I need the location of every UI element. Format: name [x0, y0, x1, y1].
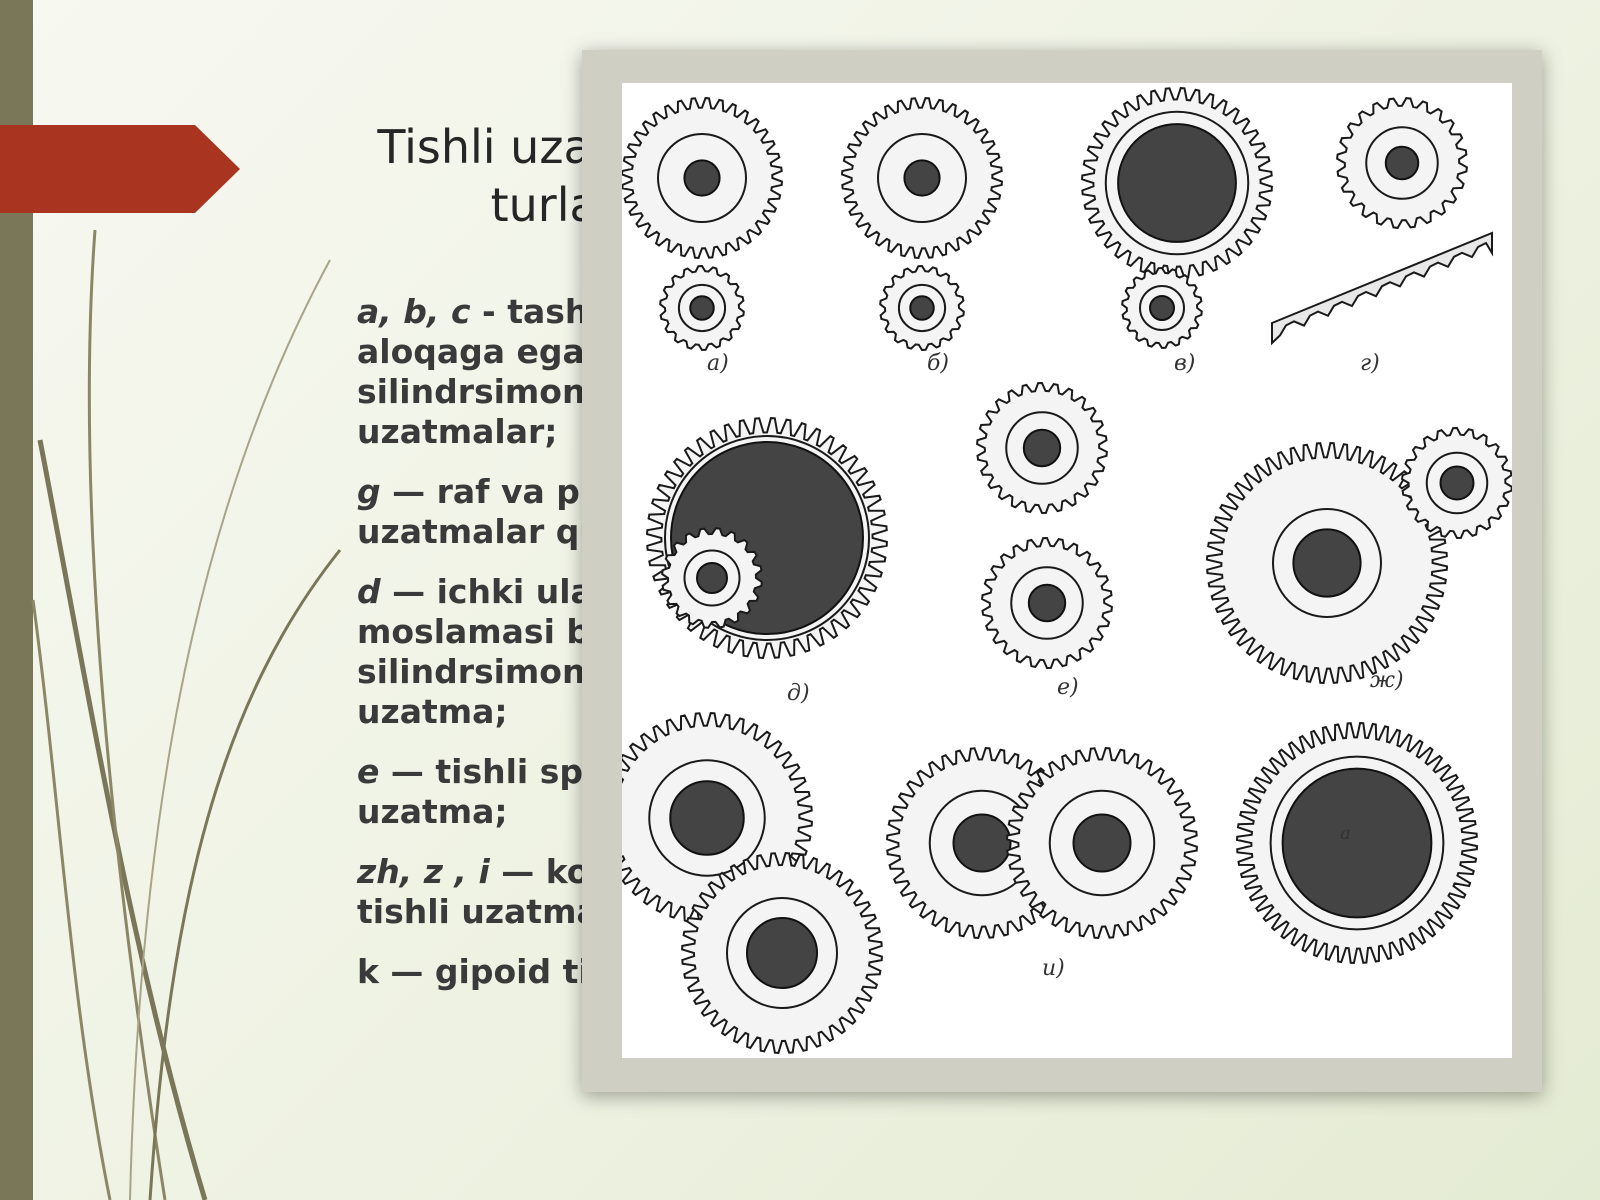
bullet-italic-label: g [357, 472, 381, 511]
caption-v: в) [1174, 351, 1196, 376]
caption-a: а) [707, 351, 729, 376]
gear-i-right [1006, 747, 1198, 939]
decorative-curves [31, 229, 342, 1200]
gear-g-pinion [1336, 97, 1468, 229]
gear-e-upper [976, 381, 1108, 515]
gear-drawings [622, 87, 1512, 1054]
gear-zh-bevel [1205, 441, 1449, 685]
gear-bevel-2 [681, 852, 883, 1054]
gear-e-lower [981, 536, 1113, 670]
caption-g: г) [1360, 351, 1380, 376]
bullet-italic-label: e [357, 752, 380, 791]
caption-i: и) [1042, 956, 1065, 981]
gear-illustration: а) б) в) г) д) е) ж) и) a [622, 83, 1512, 1058]
bullet-text: - tashqi aloqaga ega silindrsimon tishli… [357, 292, 690, 451]
gear-d-pinion [661, 527, 763, 629]
gear-a-small [659, 264, 745, 352]
gear-g-rack [1271, 231, 1493, 346]
gear-b-small [879, 264, 965, 352]
caption-zh: ж) [1370, 668, 1404, 693]
caption-d: д) [787, 681, 810, 706]
dimension-label: a [1340, 823, 1351, 844]
gear-zh-pinion [1401, 426, 1512, 540]
bullet-italic-label: a, b, c [357, 292, 471, 331]
gear-v-large [1081, 87, 1273, 279]
caption-b: б) [927, 351, 950, 376]
gear-k-hypoid [1235, 721, 1479, 965]
bullet-italic-label: zh, z , i [357, 852, 490, 891]
gear-illustration-frame: а) б) в) г) д) е) ж) и) a [582, 50, 1542, 1092]
gear-v-small [1121, 266, 1203, 350]
caption-e: е) [1057, 675, 1079, 700]
title-arrow-shape [0, 125, 240, 213]
gear-d-internal-ring [646, 417, 888, 659]
bullet-italic-label: d [357, 572, 381, 611]
gear-b-large [841, 97, 1003, 259]
gear-a-large [622, 97, 783, 259]
bullet-item: a, b, c - tashqi aloqaga ega silindrsimo… [357, 292, 777, 452]
